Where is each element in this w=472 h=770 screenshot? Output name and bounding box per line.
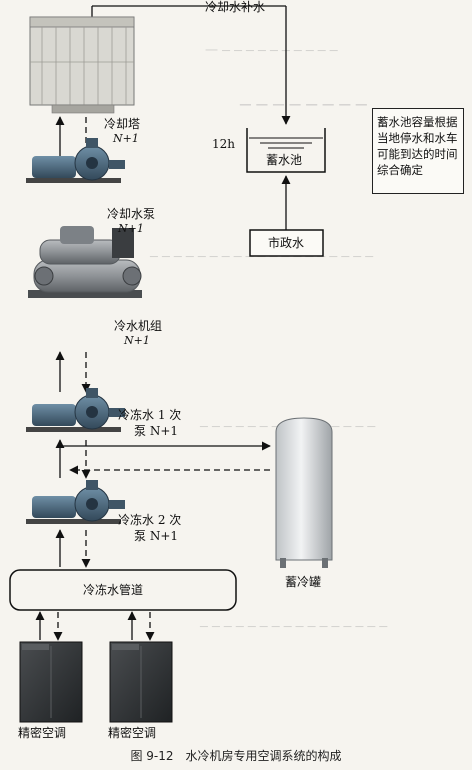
- storage-tank-label: 蓄冷罐: [285, 575, 322, 589]
- background-bleed-text: ─ ─ ─ ─ ─ ─ ─ ─ ─ ─ ─ ─ ─ ─ ─ ─: [200, 620, 388, 635]
- chw-pump-1-label-line2: 泵 N+1: [134, 424, 179, 438]
- cooling-pump-label: 冷却水泵: [107, 207, 156, 221]
- storage-tank-lines: [60, 441, 271, 475]
- precision-ac-1-image: [19, 641, 83, 723]
- background-bleed-text: ─ ─ ─ ─ ─ ─ ─ ─: [240, 95, 367, 116]
- chw-pump-1-image: [26, 388, 125, 432]
- municipal-water-box: [249, 229, 324, 257]
- storage-tank-image: [275, 417, 333, 568]
- figure-caption: 图 9-12 水冷机房专用空调系统的构成: [130, 749, 342, 763]
- reservoir-label: 蓄水池: [266, 153, 303, 167]
- chiller-label: 冷水机组: [114, 319, 163, 333]
- municipal-water-label: 市政水: [268, 236, 305, 250]
- reservoir-capacity-note: 蓄水池容量根据 当地停水和水车 可能到达的时间 综合确定: [372, 108, 464, 194]
- note-line: 综合确定: [377, 163, 423, 177]
- makeup-water-line: [91, 5, 291, 125]
- note-line: 当地停水和水车: [377, 131, 458, 145]
- chw-pump-2-label-line2: 泵 N+1: [134, 529, 179, 543]
- chw-pump-2-label-line1: 冷冻水 2 次: [118, 513, 182, 527]
- cooling-tower-label: 冷却塔: [104, 117, 141, 131]
- cooling-pump-image: [26, 138, 125, 183]
- cooling-water-lines: [35, 116, 155, 641]
- pipeline-box: [9, 569, 237, 611]
- chiller-redundancy: N+1: [124, 334, 150, 347]
- chw-pump-1-label-line1: 冷冻水 1 次: [118, 408, 182, 422]
- background-bleed-text: 一 ─ ─ ─ ─ ─ ─ ─ ─ ─ ─: [205, 44, 338, 59]
- note-line: 蓄水池容量根据: [377, 115, 458, 129]
- precision-ac-1-label: 精密空调: [18, 726, 67, 740]
- pipeline-label: 冷冻水管道: [83, 583, 144, 597]
- cooling-tower-redundancy: N+1: [113, 132, 139, 145]
- cooling-pump-redundancy: N+1: [118, 222, 144, 235]
- reservoir-time-label: 12h: [212, 137, 235, 151]
- chiller-image: [28, 226, 142, 298]
- reservoir-diagram: [246, 128, 326, 173]
- makeup-water-label: 冷却水补水: [205, 0, 266, 14]
- precision-ac-2-image: [109, 641, 173, 723]
- note-line: 可能到达的时间: [377, 147, 458, 161]
- chw-pump-2-image: [26, 480, 125, 524]
- cooling-tower-image: [29, 16, 135, 114]
- precision-ac-2-label: 精密空调: [108, 726, 157, 740]
